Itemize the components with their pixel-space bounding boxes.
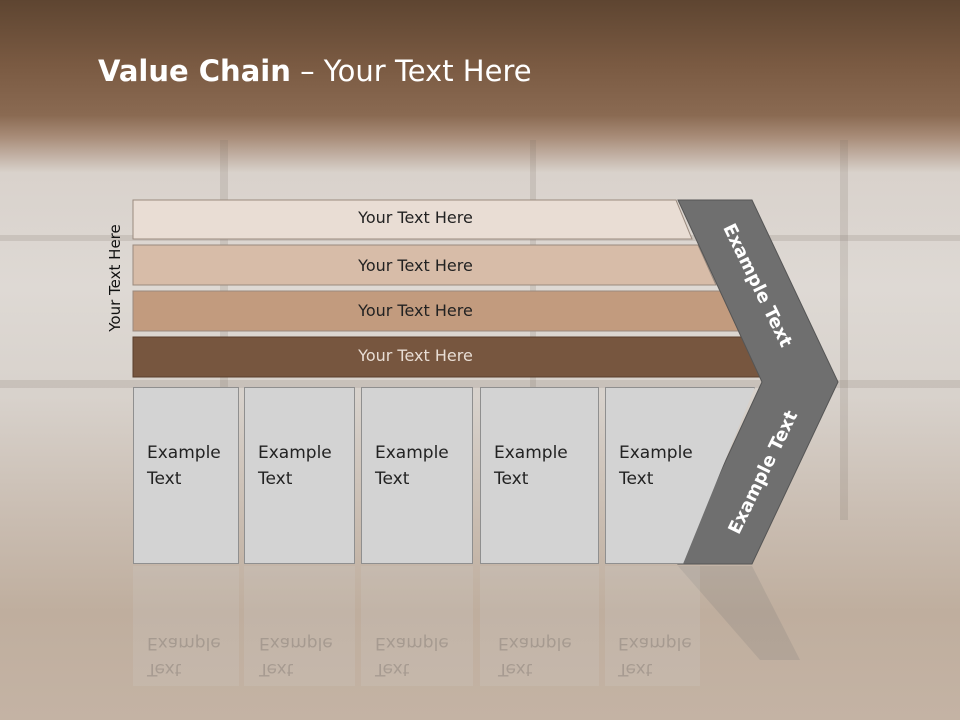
chevron-reflection — [678, 566, 800, 660]
box-1-line2: Text — [147, 469, 182, 489]
bar-3-label: Your Text Here — [358, 301, 473, 320]
box-4-line2: Text — [494, 469, 529, 489]
window-frame-line — [840, 140, 848, 520]
slide-title: Value Chain – Your Text Here — [98, 54, 532, 88]
bar-1 — [132, 199, 693, 240]
title-bold: Value Chain — [98, 54, 291, 88]
box-reflection — [133, 566, 239, 686]
bar-1-label: Your Text Here — [358, 208, 473, 227]
box-reflection — [605, 566, 700, 686]
box-2-line1: Example — [258, 443, 332, 463]
box-5-line1: Example — [619, 443, 693, 463]
box-5-line2: Text — [619, 469, 654, 489]
box-3-line1: Example — [375, 443, 449, 463]
box-1-line1: Example — [147, 443, 221, 463]
box-2-line2: Text — [258, 469, 293, 489]
box-4-line1: Example — [494, 443, 568, 463]
chevron-arrow — [677, 199, 839, 565]
box-reflection — [361, 566, 473, 686]
box-3-line2: Text — [375, 469, 410, 489]
bar-2-label: Your Text Here — [358, 256, 473, 275]
box-reflection — [244, 566, 355, 686]
title-rest: – Your Text Here — [290, 54, 532, 88]
box-reflection — [480, 566, 599, 686]
window-frame-line — [0, 380, 960, 388]
bar-4-label: Your Text Here — [358, 346, 473, 365]
bar-2 — [132, 244, 717, 286]
